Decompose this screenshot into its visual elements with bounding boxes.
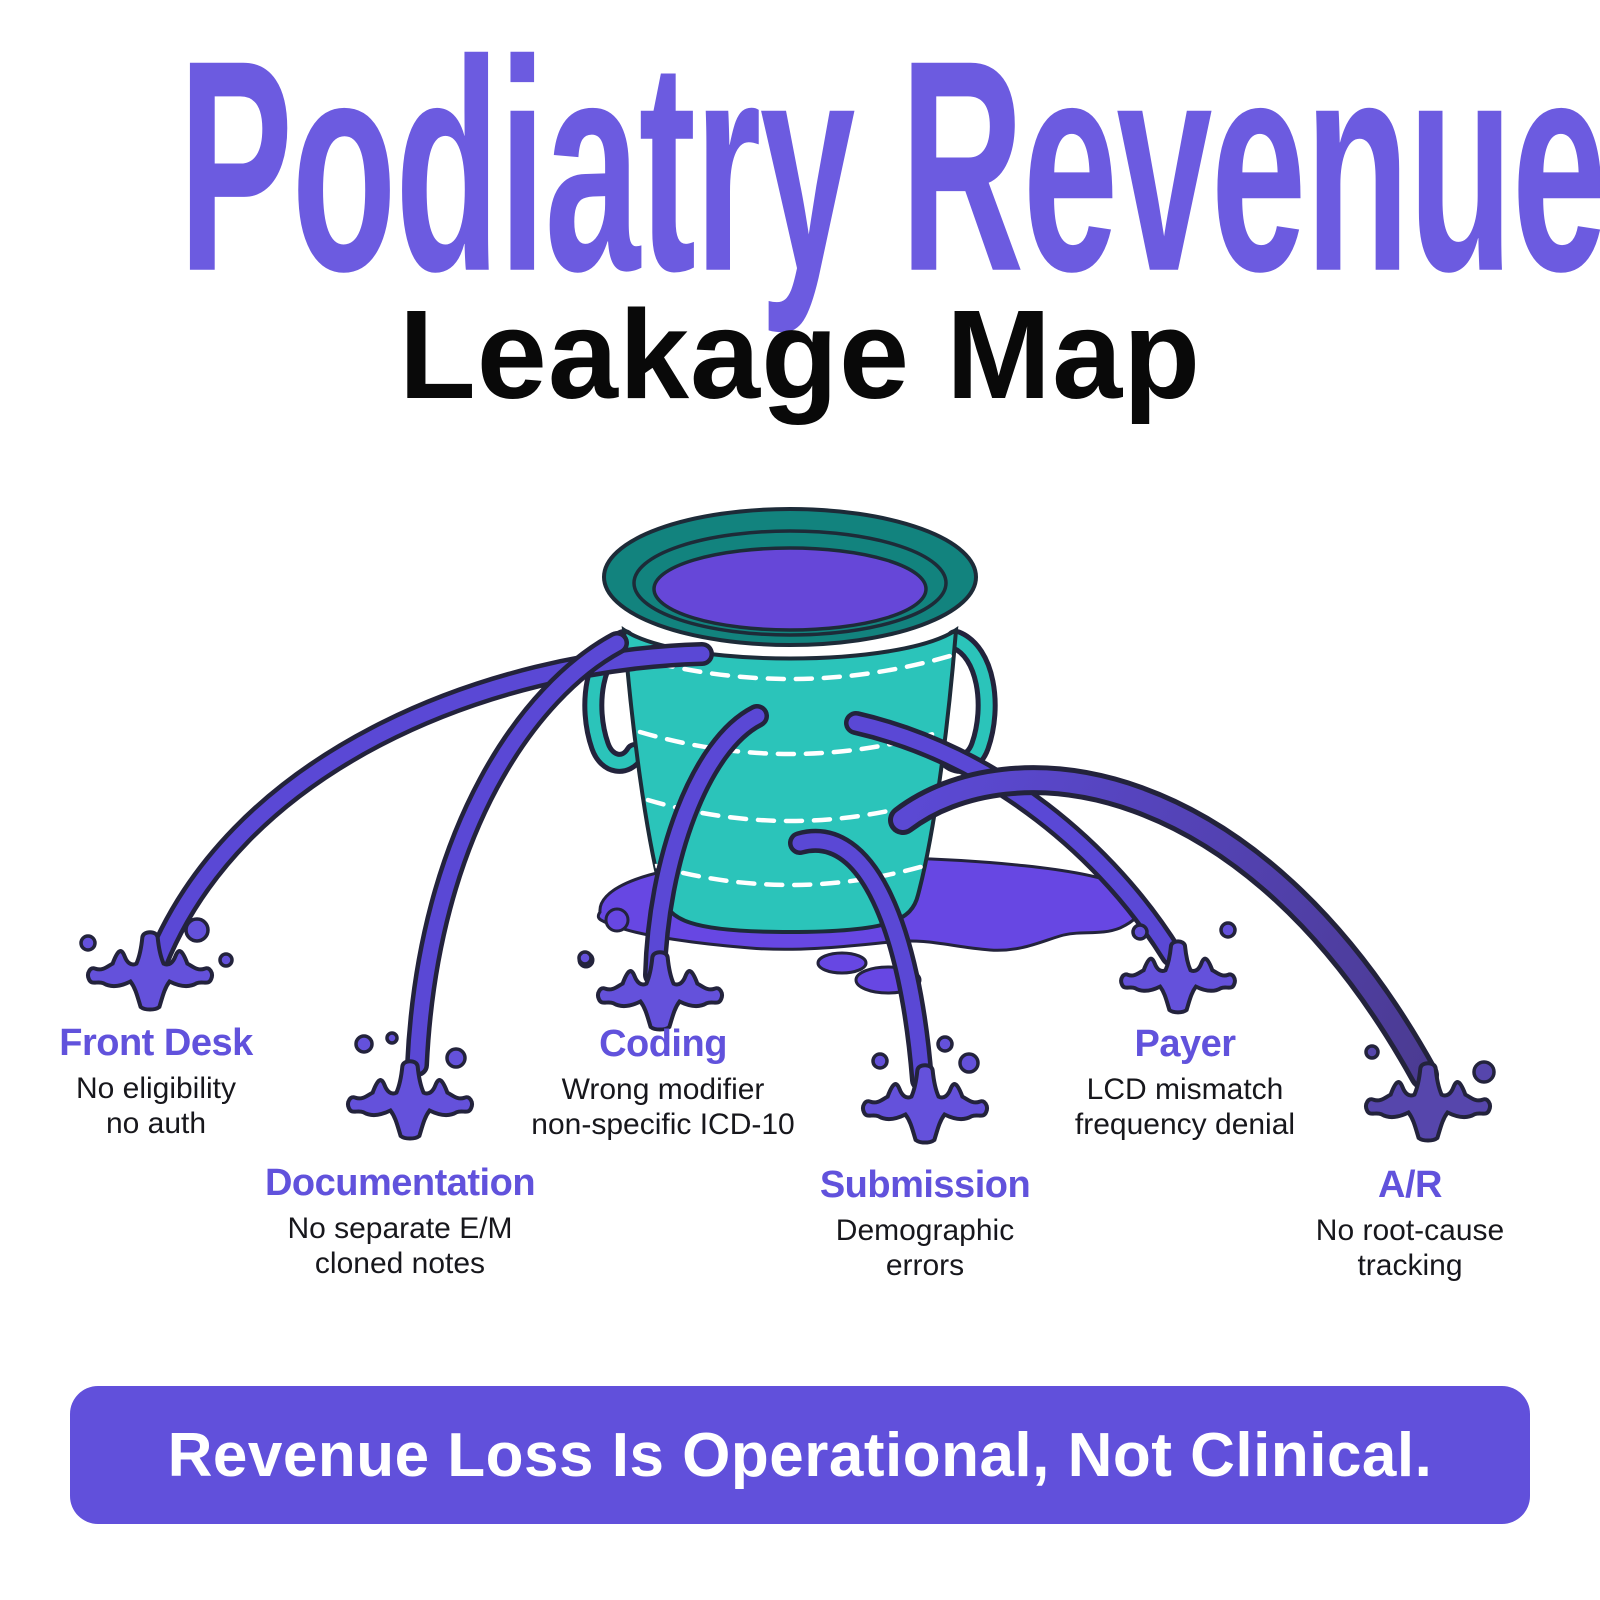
page-title: Podiatry Revenue [178,0,1600,335]
leak-stream-payer [844,711,1184,967]
leak-label: A/R [1378,1164,1442,1206]
leak-block-payer: Payer LCD mismatch frequency denial [985,1023,1385,1142]
bucket-body [621,626,959,935]
page-subtitle: Leakage Map [398,284,1202,425]
splashes [79,917,1496,1145]
leak-description: Wrong modifier non-specific ICD-10 [531,1072,795,1142]
leak-stream-ar [888,765,1439,1090]
leak-stream-coding [643,704,769,987]
splash-icon-coding [577,950,724,1032]
leak-description: LCD mismatch frequency denial [1074,1072,1296,1142]
leak-label: Coding [599,1023,727,1065]
leak-label: Payer [1134,1023,1236,1065]
leak-block-ar: A/R No root-cause tracking [1210,1164,1600,1283]
leak-block-coding: Coding Wrong modifier non-specific ICD-1… [463,1023,863,1142]
leak-description: No separate E/M cloned notes [287,1211,513,1281]
leak-stream-submission [788,829,934,1092]
splash-icon-front-desk [79,917,234,1012]
leak-description: No root-cause tracking [1315,1213,1505,1283]
splash-icon-payer [1119,921,1237,1015]
footer-banner: Revenue Loss Is Operational, Not Clinica… [70,1386,1530,1524]
splash-icon-submission [861,1035,989,1145]
leak-block-documentation: Documentation No separate E/M cloned not… [200,1162,600,1281]
leak-description: Demographic errors [835,1213,1015,1283]
leak-streams [140,631,1439,1092]
splash-icon-ar [1364,1044,1496,1143]
splash-icon-documentation [346,1031,474,1141]
leak-stream-documentation [405,631,629,1077]
footer-banner-text: Revenue Loss Is Operational, Not Clinica… [167,1420,1433,1490]
leak-label: Documentation [264,1162,536,1204]
leak-block-submission: Submission Demographic errors [725,1164,1125,1283]
leak-description: No eligibility no auth [75,1071,237,1141]
header: Podiatry Revenue [0,15,1600,316]
leak-block-front-desk: Front Desk No eligibility no auth [0,1022,356,1141]
leak-label: Submission [819,1164,1031,1206]
leak-stream-front-desk [140,642,714,987]
bucket-liquid [652,546,928,632]
leak-label: Front Desk [59,1022,253,1064]
